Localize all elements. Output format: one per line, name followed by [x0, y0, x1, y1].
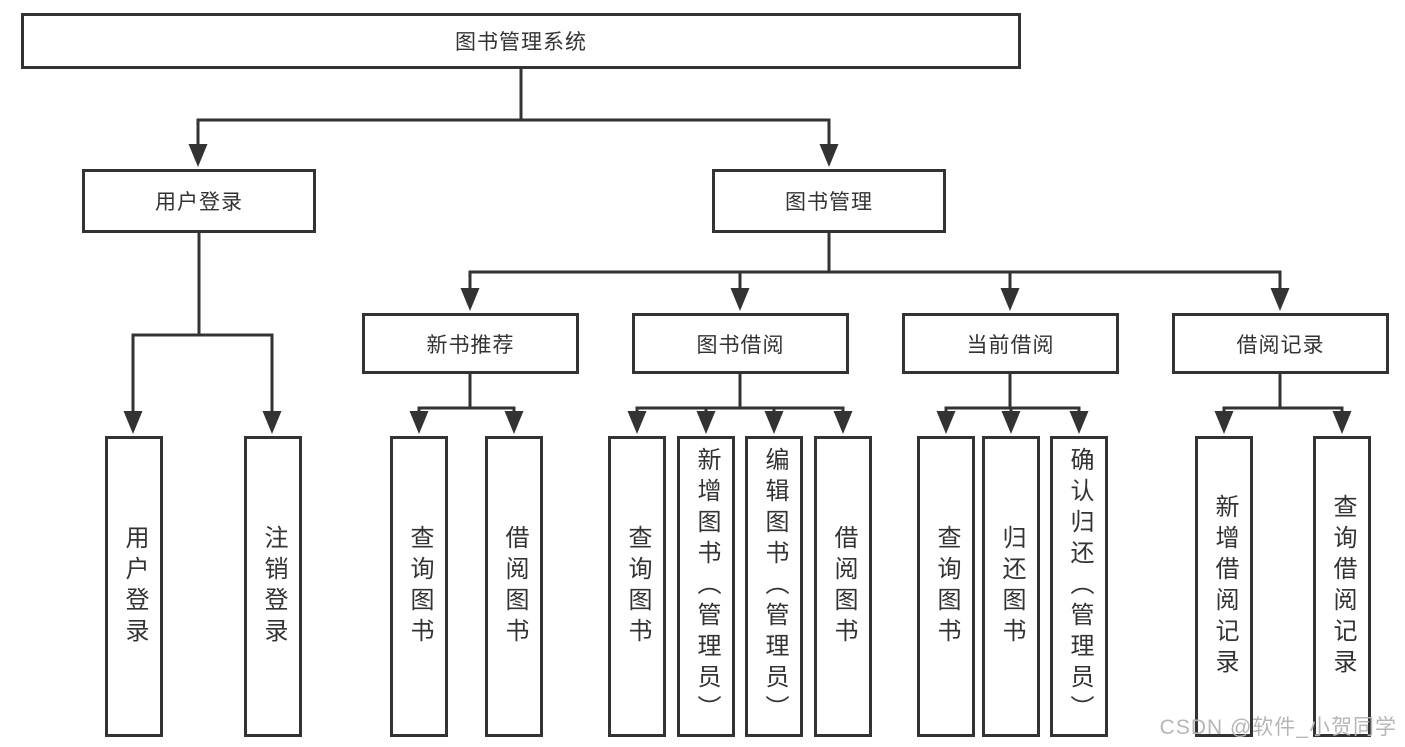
leaf-label: 用户登录 — [121, 524, 148, 649]
leaf-user-login: 用户登录 — [105, 436, 163, 737]
leaf-label: 编辑图书（管理员） — [761, 447, 788, 726]
leaf-add-books-admin: 新增图书（管理员） — [677, 436, 735, 737]
node-label: 图书借阅 — [696, 333, 785, 357]
leaf-label: 查询图书 — [624, 524, 651, 649]
leaf-return-books: 归还图书 — [982, 436, 1040, 737]
leaf-label: 借阅图书 — [830, 524, 857, 649]
node-current-borrowing: 当前借阅 — [902, 313, 1119, 374]
leaf-label: 查询借阅记录 — [1329, 493, 1356, 680]
leaf-search-books-borrow: 查询图书 — [608, 436, 666, 737]
node-book-management: 图书管理 — [712, 169, 946, 233]
leaf-logout: 注销登录 — [244, 436, 302, 737]
node-borrowing-records: 借阅记录 — [1172, 313, 1389, 374]
node-label: 图书管理系统 — [455, 31, 587, 54]
leaf-borrow-books-recommend: 借阅图书 — [485, 436, 543, 737]
node-label: 借阅记录 — [1236, 333, 1325, 357]
node-book-borrowing: 图书借阅 — [632, 313, 849, 374]
leaf-confirm-return-admin: 确认归还（管理员） — [1050, 436, 1108, 737]
leaf-borrow-books: 借阅图书 — [814, 436, 872, 737]
leaf-label: 归还图书 — [998, 524, 1025, 649]
leaf-label: 新增借阅记录 — [1211, 493, 1238, 680]
leaf-search-books-recommend: 查询图书 — [390, 436, 448, 737]
node-label: 新书推荐 — [426, 333, 515, 357]
leaf-edit-books-admin: 编辑图书（管理员） — [745, 436, 803, 737]
node-label: 当前借阅 — [966, 333, 1055, 357]
leaf-label: 查询图书 — [933, 524, 960, 649]
leaf-label: 借阅图书 — [501, 524, 528, 649]
leaf-search-books-current: 查询图书 — [917, 436, 975, 737]
leaf-add-borrow-record: 新增借阅记录 — [1195, 436, 1253, 737]
node-label: 图书管理 — [785, 191, 873, 214]
node-library-management-system: 图书管理系统 — [21, 13, 1021, 69]
leaf-label: 确认归还（管理员） — [1066, 447, 1093, 726]
csdn-watermark: CSDN @软件_小贺同学 — [1159, 716, 1397, 739]
node-user-login: 用户登录 — [82, 169, 316, 233]
leaf-search-borrow-record: 查询借阅记录 — [1313, 436, 1371, 737]
node-label: 用户登录 — [155, 191, 243, 214]
leaf-label: 查询图书 — [406, 524, 433, 649]
leaf-label: 新增图书（管理员） — [693, 447, 720, 726]
node-new-book-recommendation: 新书推荐 — [362, 313, 579, 374]
leaf-label: 注销登录 — [260, 524, 287, 649]
